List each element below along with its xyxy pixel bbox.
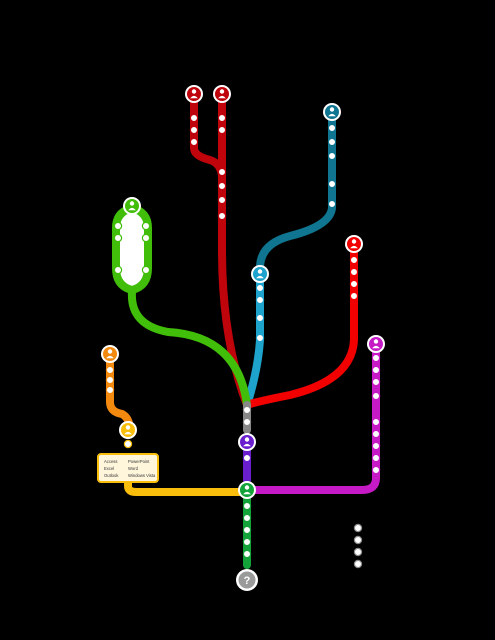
app-label: Excel bbox=[104, 466, 114, 471]
station-icon bbox=[242, 453, 252, 463]
station-icon bbox=[141, 221, 151, 231]
station-icon bbox=[255, 283, 265, 293]
person-icon bbox=[345, 235, 363, 253]
station-icon bbox=[242, 537, 252, 547]
route-dark-red-left bbox=[190, 94, 226, 182]
station-icon bbox=[327, 199, 337, 209]
person-icon bbox=[238, 433, 256, 451]
station-icon bbox=[353, 547, 363, 557]
station-icon bbox=[105, 375, 115, 385]
person-icon bbox=[251, 265, 269, 283]
stops bbox=[105, 113, 381, 569]
station-icon bbox=[255, 313, 265, 323]
route-orange bbox=[106, 351, 134, 436]
station-icon bbox=[217, 195, 227, 205]
person-icon bbox=[213, 85, 231, 103]
station-icon bbox=[371, 417, 381, 427]
station-icon bbox=[349, 291, 359, 301]
station-icon bbox=[141, 233, 151, 243]
station-icon bbox=[327, 151, 337, 161]
station-icon bbox=[255, 333, 265, 343]
app-label: PowerPoint bbox=[128, 459, 150, 464]
station-icon bbox=[242, 513, 252, 523]
person-icon bbox=[101, 345, 119, 363]
station-icon bbox=[371, 453, 381, 463]
route-red bbox=[243, 244, 358, 409]
app-label: Outlook bbox=[104, 473, 119, 478]
route-green-curve bbox=[127, 288, 251, 409]
app-label: Word bbox=[128, 466, 139, 471]
station-icon bbox=[371, 391, 381, 401]
station-icon bbox=[217, 167, 227, 177]
station-icon bbox=[105, 385, 115, 395]
station-icon bbox=[353, 523, 363, 533]
station-icon bbox=[242, 525, 252, 535]
station-icon bbox=[242, 501, 252, 511]
station-icon bbox=[113, 233, 123, 243]
station-icon bbox=[113, 265, 123, 275]
station-icon bbox=[327, 179, 337, 189]
person-icon bbox=[367, 335, 385, 353]
station-icon bbox=[189, 137, 199, 147]
station-icon bbox=[371, 365, 381, 375]
station-icon bbox=[327, 137, 337, 147]
end-marker-glyph: ? bbox=[244, 575, 251, 587]
route-magenta bbox=[243, 340, 380, 494]
apps-box: Access Excel Outlook PowerPoint Word Win… bbox=[97, 453, 159, 483]
station-icon bbox=[371, 429, 381, 439]
app-label: Windows Vista bbox=[128, 473, 156, 478]
station-icon bbox=[353, 535, 363, 545]
app-label: Access bbox=[104, 459, 118, 464]
station-icon bbox=[349, 267, 359, 277]
station-icon bbox=[353, 559, 363, 569]
station-icon bbox=[217, 113, 227, 123]
station-icon bbox=[217, 125, 227, 135]
station-icon bbox=[242, 549, 252, 559]
station-icon bbox=[189, 125, 199, 135]
station-icon bbox=[327, 123, 337, 133]
station-icon bbox=[217, 211, 227, 221]
avatars bbox=[101, 85, 385, 499]
person-icon bbox=[238, 481, 256, 499]
station-icon bbox=[371, 441, 381, 451]
station-icon bbox=[141, 265, 151, 275]
person-icon bbox=[185, 85, 203, 103]
question-mark-icon: ? bbox=[236, 569, 258, 591]
station-icon bbox=[371, 353, 381, 363]
station-icon bbox=[242, 417, 252, 427]
route-yellow bbox=[124, 474, 251, 496]
person-icon bbox=[123, 197, 141, 215]
route-teal bbox=[256, 112, 336, 272]
route-green-loop bbox=[112, 204, 152, 294]
station-icon bbox=[105, 365, 115, 375]
station-icon bbox=[189, 113, 199, 123]
station-icon bbox=[371, 377, 381, 387]
person-icon bbox=[119, 421, 137, 439]
station-icon bbox=[371, 465, 381, 475]
station-icon bbox=[255, 295, 265, 305]
station-icon bbox=[123, 439, 133, 449]
station-icon bbox=[113, 221, 123, 231]
station-icon bbox=[242, 405, 252, 415]
station-icon bbox=[349, 279, 359, 289]
station-icon bbox=[217, 181, 227, 191]
station-icon bbox=[349, 255, 359, 265]
person-icon bbox=[323, 103, 341, 121]
